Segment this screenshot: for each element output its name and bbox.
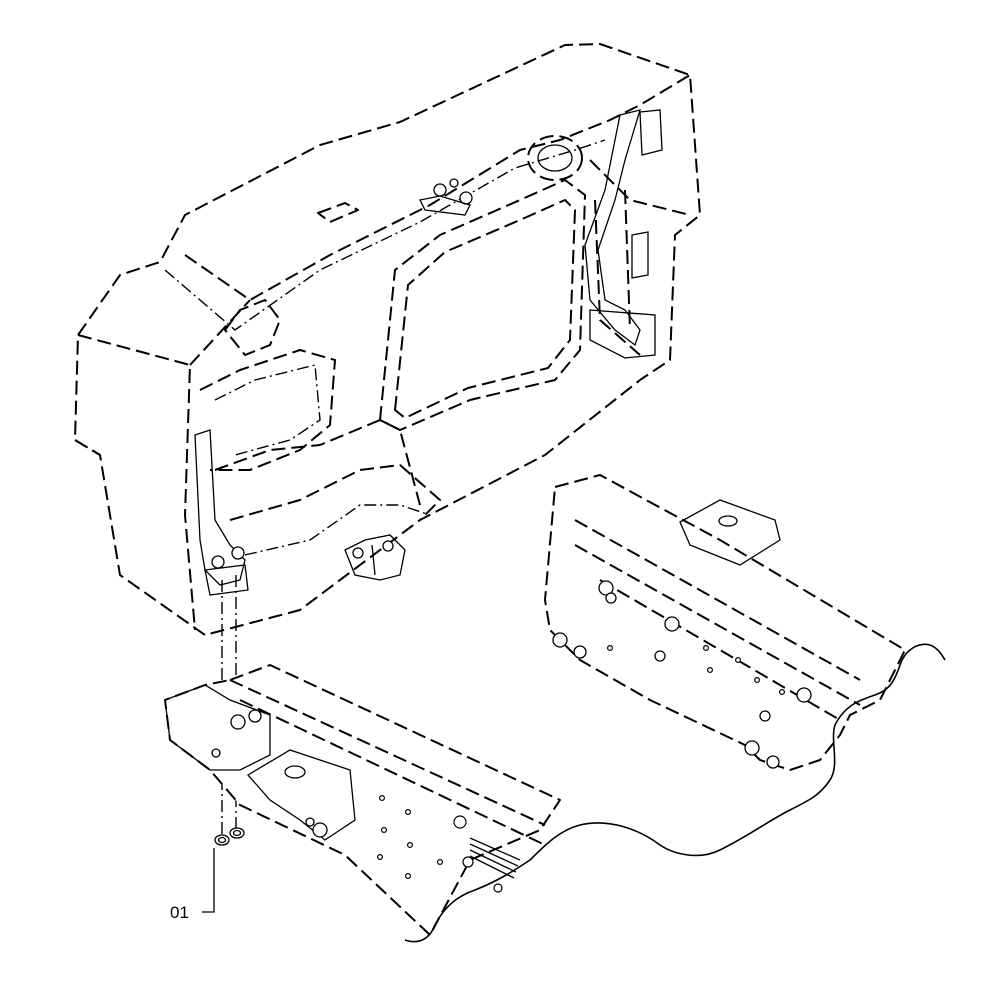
frame-front-top-edge [229,679,546,846]
tank-badge [317,202,359,223]
tank-top-cylinder-inner [537,144,573,172]
tank-center-clamp [344,534,406,581]
tank-top-rim-inner [164,139,606,331]
callout-01: 01 [170,848,215,922]
tank-window-inner [394,199,576,419]
callout-leader-line [202,848,215,913]
flange-nut [214,827,245,846]
frame-front-bracket-left [164,684,271,771]
mounting-frame-front [164,664,561,936]
tank-window-outer [379,179,586,431]
tank-filler-neck [224,299,281,356]
frame-front-ribs [469,837,521,879]
callout-label: 01 [170,903,189,922]
tank-top-cylinder [527,135,583,181]
tank-hinge-arm [584,109,641,347]
frame-rear-fittings [552,580,812,769]
tank-left-chamber-inner [214,364,321,456]
tank-bottom-trough [214,419,441,521]
tank-top-fittings [419,178,473,216]
tank-left-chamber [199,349,336,471]
frame-front-holes [377,794,503,893]
tank-right-wall [589,159,691,356]
tank-left-mount [194,429,249,596]
section-break-line [404,643,946,943]
frame-front-center-plate [246,749,356,841]
tank-hinge-bracket [589,109,663,359]
tank-top-rim [184,74,691,301]
mounting-frame-rear [544,474,906,771]
frame-rear-holes [606,644,785,695]
frame-rear-top-plate [679,499,781,566]
tank-housing [74,43,701,636]
tank-bottom-fold [244,504,431,556]
frame-front-body [164,664,561,936]
